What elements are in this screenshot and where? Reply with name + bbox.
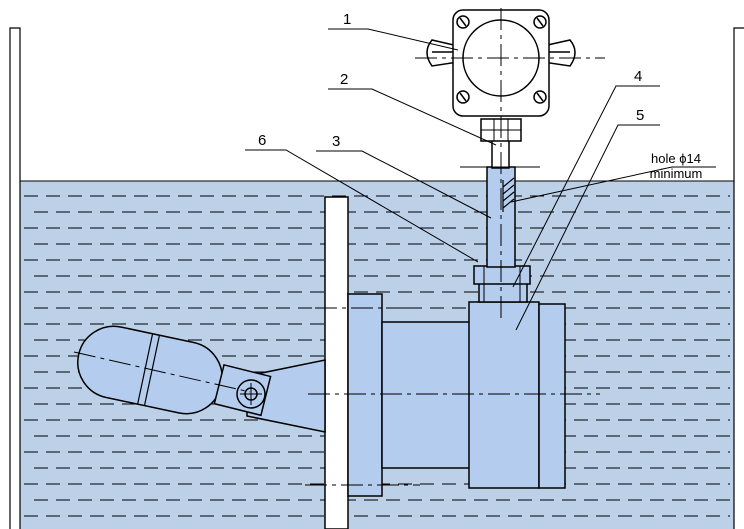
flange-right: [538, 303, 566, 489]
tank-wall-right: [733, 27, 744, 529]
hole-note-line2: minimum: [650, 166, 703, 181]
callout-3: 3: [332, 133, 340, 150]
flowmeter-body: [468, 301, 540, 489]
tank-wall-left: [9, 27, 21, 529]
callout-6: 6: [258, 132, 266, 149]
coupling-upper: [473, 265, 531, 285]
callout-4: 4: [634, 68, 642, 85]
partition-wall: [324, 196, 349, 529]
callout-1: 1: [343, 11, 351, 28]
flange-left: [347, 293, 383, 497]
vent-hole: [502, 177, 515, 212]
callout-2: 2: [340, 71, 348, 88]
leader-lines: [245, 28, 716, 331]
callout-5: 5: [636, 107, 644, 124]
hole-note-line1: hole ϕ14: [651, 151, 701, 166]
center-lines: [73, 8, 605, 486]
pipe-body: [381, 321, 471, 469]
